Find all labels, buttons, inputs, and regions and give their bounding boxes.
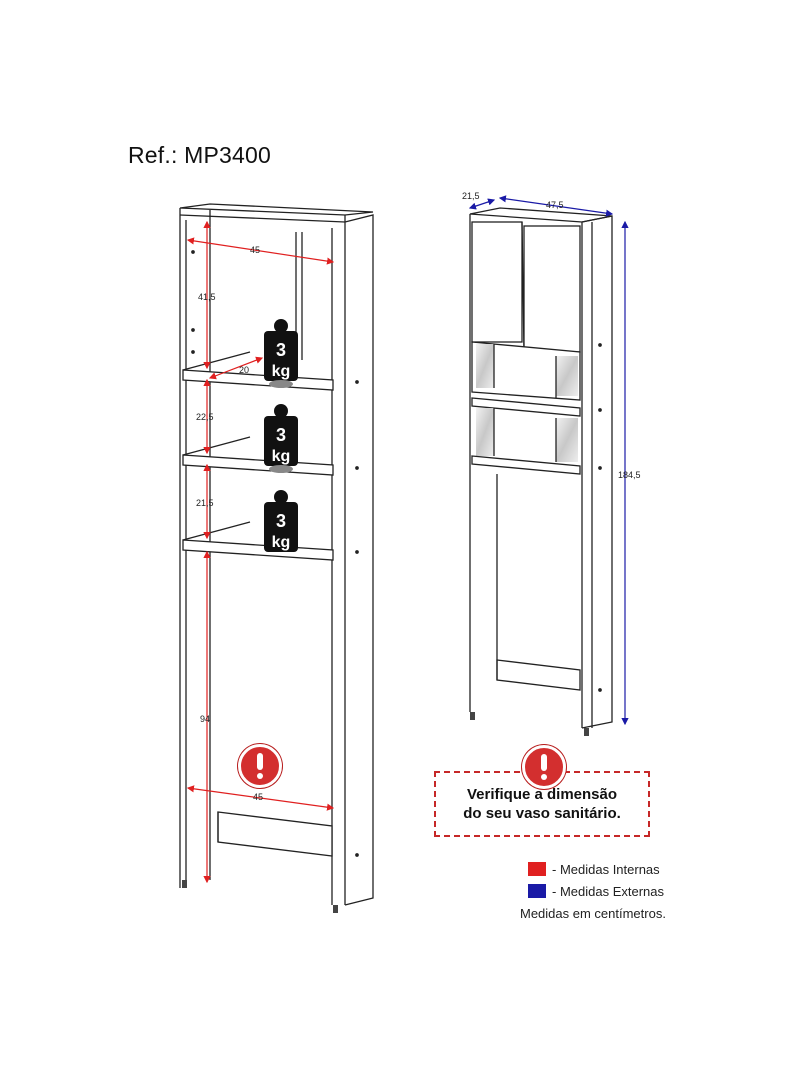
dim-shelf1-height: 22,5 xyxy=(196,412,214,422)
exclamation-icon xyxy=(238,744,282,788)
warning-line-2: do seu vaso sanitário. xyxy=(463,805,621,822)
svg-text:3: 3 xyxy=(276,340,286,360)
weight-icon: 3 kg xyxy=(264,319,298,388)
svg-text:kg: kg xyxy=(272,534,291,551)
right-external-dimensions xyxy=(468,195,629,726)
dim-shelf-depth: 20 xyxy=(239,365,249,375)
dim-height: 184,5 xyxy=(618,470,641,480)
legend-internal: - Medidas Internas xyxy=(528,858,664,880)
warning-line-1: Verifique a dimensão xyxy=(466,786,618,803)
weight-icon: 3 kg xyxy=(264,490,298,552)
svg-text:3: 3 xyxy=(276,425,286,445)
reference-title: Ref.: MP3400 xyxy=(128,142,272,168)
legend-external: - Medidas Externas xyxy=(528,880,664,902)
left-internal-dimensions xyxy=(186,220,335,884)
dim-shelf2-height: 21,5 xyxy=(196,498,214,508)
right-cabinet-drawing xyxy=(469,207,613,736)
legend-external-label: - Medidas Externas xyxy=(552,883,664,899)
dim-top-width: 45 xyxy=(250,245,260,255)
dim-top-height: 41,5 xyxy=(198,292,216,302)
dim-bottom-height: 94 xyxy=(200,714,210,724)
red-swatch-icon xyxy=(528,862,546,876)
svg-text:3: 3 xyxy=(276,511,286,531)
left-cabinet-drawing xyxy=(179,203,374,913)
measurement-legend: - Medidas Internas - Medidas Externas xyxy=(528,858,664,902)
units-note: Medidas em centímetros. xyxy=(520,906,666,921)
dim-depth: 21,5 xyxy=(462,191,480,201)
svg-text:kg: kg xyxy=(272,448,291,465)
legend-internal-label: - Medidas Internas xyxy=(552,861,660,877)
svg-text:kg: kg xyxy=(272,363,291,380)
dim-width: 47,5 xyxy=(546,200,564,210)
exclamation-icon xyxy=(522,745,566,789)
dim-bottom-width: 45 xyxy=(253,792,263,802)
weight-icon: 3 kg xyxy=(264,404,298,473)
blue-swatch-icon xyxy=(528,884,546,898)
